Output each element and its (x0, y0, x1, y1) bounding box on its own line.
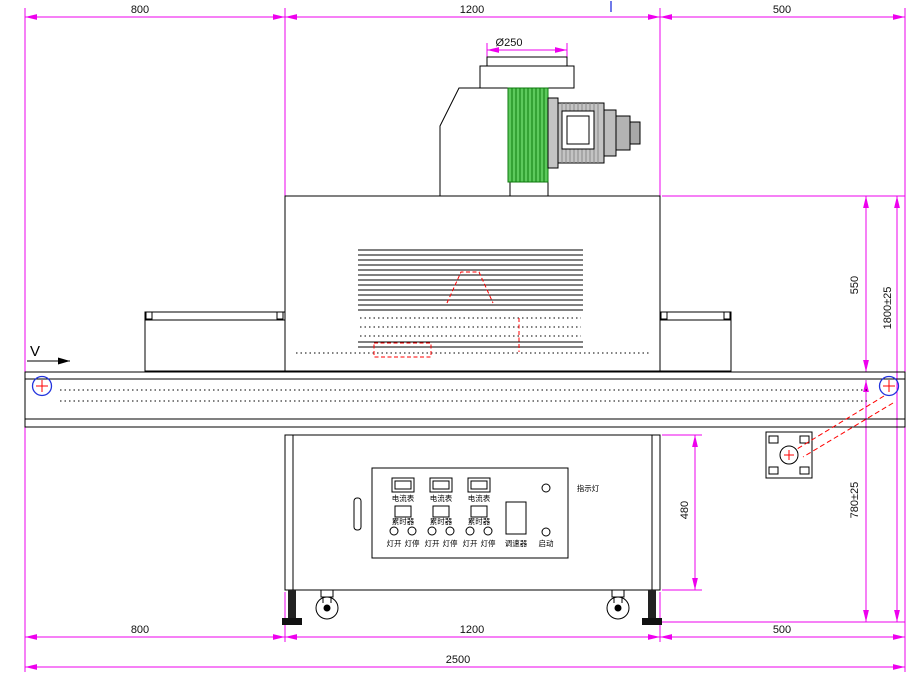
ammeter-label-2: 电流表 (430, 493, 453, 503)
ammeter-1 (391, 477, 415, 493)
direction-label: V (30, 343, 40, 360)
belt-direction: V (27, 343, 70, 365)
ammeter-label-1: 电流表 (392, 493, 415, 503)
fan-flange (486, 56, 568, 67)
timer-2 (432, 505, 450, 518)
fan-scroll-housing (439, 87, 511, 196)
lamp-on-button-3 (465, 526, 475, 536)
lamp-on-label-2: 灯开 (425, 538, 440, 548)
ammeter-2 (429, 477, 453, 493)
timer-label-1: 累时器 (392, 516, 415, 526)
left-caster-mount (320, 589, 334, 598)
timer-3 (470, 505, 488, 518)
timer-1 (394, 505, 412, 518)
conveyor-belt (24, 1, 906, 428)
belt-centerlines (60, 389, 870, 402)
lamp-off-button-1 (407, 526, 417, 536)
drive-pulley (779, 445, 799, 465)
motor-shaft-end (629, 121, 641, 145)
right-roller (878, 375, 900, 397)
dim-overall-height: 1800±25 (882, 287, 894, 330)
drive-pulley-center-mark (784, 450, 794, 460)
motor-shaft-step-1 (603, 109, 617, 157)
door-handle (353, 497, 362, 531)
dimension-extension-lines (24, 8, 906, 672)
start-button (541, 527, 551, 537)
lamp-hidden-outline (373, 342, 432, 358)
timer-label-2: 累时器 (430, 516, 453, 526)
dim-belt-height: 780±25 (849, 482, 861, 519)
lamp-on-button-1 (389, 526, 399, 536)
speed-controller (505, 501, 527, 535)
fan-duct (479, 65, 575, 89)
right-caster-mount (611, 589, 625, 598)
left-roller-center-mark (36, 380, 48, 392)
left-roller (31, 375, 53, 397)
right-leveling-foot (648, 590, 656, 618)
left-leveling-foot (288, 590, 296, 618)
start-label: 启动 (539, 538, 554, 548)
reflector-hidden-lines (446, 271, 494, 304)
timer-label-3: 累时器 (468, 516, 491, 526)
dim-bottom-800: 800 (131, 624, 149, 636)
dim-bottom-1200: 1200 (460, 624, 484, 636)
cabinet-body (284, 434, 661, 591)
right-foot-pad (642, 618, 662, 625)
dim-top-1200: 1200 (460, 4, 484, 16)
right-shield (659, 311, 732, 372)
lamp-on-label-3: 灯开 (463, 538, 478, 548)
right-caster-wheel (606, 596, 630, 620)
lamp-hatching (358, 249, 583, 348)
indicator-light (541, 483, 551, 493)
left-foot-pad (282, 618, 302, 625)
speed-controller-label: 调速器 (505, 539, 528, 548)
dim-cabinet-height: 480 (679, 501, 691, 519)
uv-chamber (284, 195, 661, 372)
conveyor-frame (24, 371, 906, 428)
dimension-labels: 800 1200 500 Ø250 550 1800±25 780±25 480… (131, 4, 894, 666)
dim-top-500: 500 (773, 4, 791, 16)
lamp-off-label-1: 灯停 (405, 538, 420, 548)
dim-overall-width: 2500 (446, 654, 470, 666)
lamp-off-label-2: 灯停 (443, 538, 458, 548)
chamber-housing (284, 195, 661, 372)
ammeter-label-3: 电流表 (468, 493, 491, 503)
drive-belt-hidden-lines (796, 395, 894, 458)
fan-assembly (439, 56, 641, 196)
dim-bottom-500: 500 (773, 624, 791, 636)
legs-and-casters (282, 589, 662, 625)
lamp-on-button-2 (427, 526, 437, 536)
ammeter-3 (467, 477, 491, 493)
control-cabinet: 电流表 电流表 电流表 累时器 累时器 累时器 灯开 灯停 灯开 灯停 灯开 灯… (284, 434, 661, 591)
left-shield (144, 311, 286, 372)
control-panel (371, 467, 569, 559)
right-roller-center-mark (883, 380, 895, 392)
belt-drive-unit (765, 395, 894, 479)
conveyor-shields (144, 311, 732, 372)
lamp-off-label-3: 灯停 (481, 538, 496, 548)
dimension-lines (25, 14, 905, 670)
left-caster-wheel (315, 596, 339, 620)
motor-fin-stripes (511, 88, 545, 182)
lamp-off-button-2 (445, 526, 455, 536)
lamp-off-button-3 (483, 526, 493, 536)
indicator-label: 指示灯 (577, 483, 600, 493)
drive-housing (765, 431, 813, 479)
motor-flange (547, 97, 559, 169)
dim-chamber-height: 550 (849, 276, 861, 294)
motor-shaft-step-2 (615, 115, 631, 151)
dim-flange-diameter: Ø250 (496, 37, 523, 49)
lamp-centerlines (296, 317, 649, 354)
lamp-on-label-1: 灯开 (387, 538, 402, 548)
dim-top-800: 800 (131, 4, 149, 16)
